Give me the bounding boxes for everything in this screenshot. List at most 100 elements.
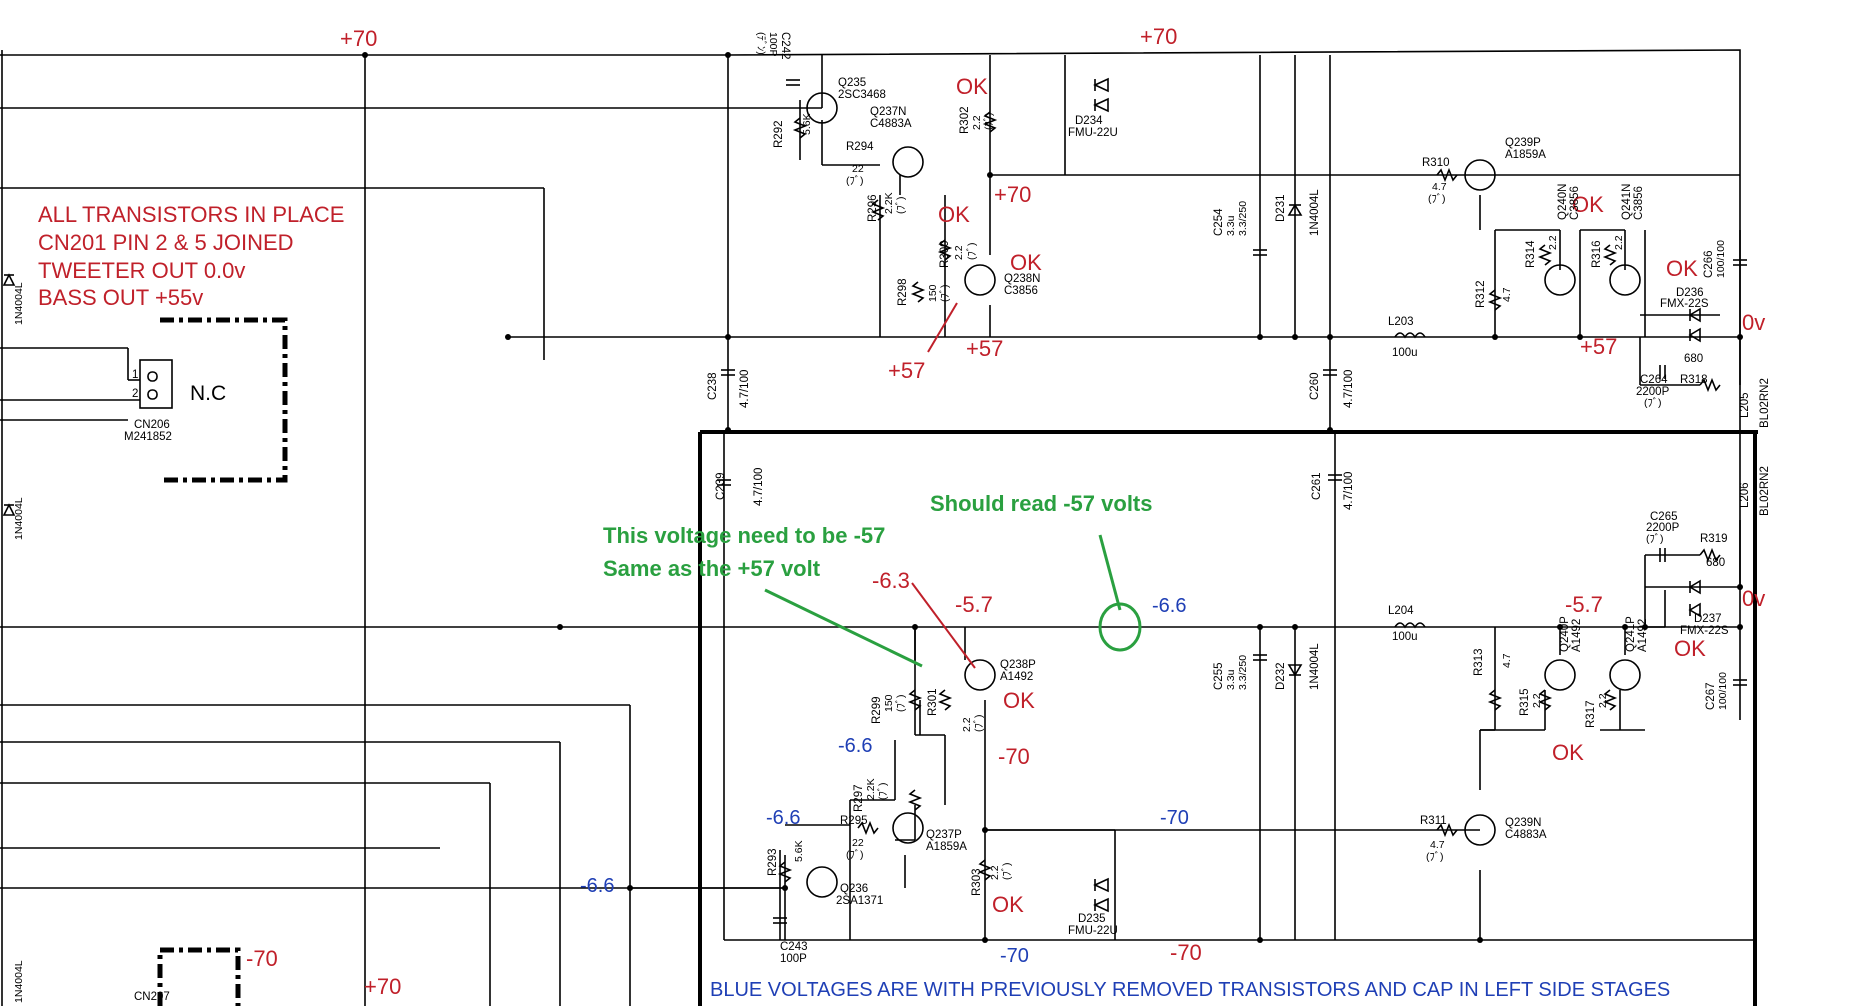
r303-value: 2.2	[989, 865, 1001, 880]
r292-value: 5.6K	[801, 113, 813, 135]
r315-label: R315	[1519, 689, 1531, 717]
label-blue-r299-node: -6.6	[838, 735, 872, 757]
d237-label: D237	[1694, 613, 1722, 625]
r310-value2: (ﾌﾞ)	[1428, 193, 1446, 205]
r296-label: R296	[867, 195, 879, 223]
r292-label: R292	[773, 121, 785, 149]
q235-label: Q235	[838, 77, 866, 89]
label-blue-bottom-rail: -70	[1000, 945, 1029, 967]
c254-value2: 3.3/250	[1237, 201, 1249, 236]
q238n-label: Q238N	[1004, 273, 1040, 285]
q238p-type: A1492	[1000, 671, 1033, 683]
label-q240n-ok: OK	[1572, 192, 1604, 217]
diode-symbols	[2, 77, 1701, 913]
note-line-3: TWEETER OUT 0.0v	[38, 258, 245, 283]
r310-label: R310	[1422, 157, 1450, 169]
q237n-label: Q237N	[870, 106, 906, 118]
r293-label: R293	[767, 849, 779, 877]
label-neg-node-1: -6.3	[872, 568, 910, 593]
d234-type: FMU-22U	[1068, 127, 1118, 139]
r296-value: 2.2K	[883, 192, 895, 214]
diode-left-label-1: 1N4004L	[13, 282, 25, 325]
c264-value: 2200P	[1636, 386, 1670, 398]
r294-value2: (ﾌﾞ)	[846, 175, 864, 187]
r301-value: 2.2	[961, 717, 973, 732]
r316-label: R316	[1591, 241, 1603, 269]
r317-label: R317	[1585, 701, 1597, 729]
r297-label: R297	[853, 785, 865, 813]
r295-label: R295	[840, 815, 868, 827]
cn206-type: M241852	[124, 431, 172, 443]
label-q241p-ok: OK	[1674, 636, 1706, 661]
diode-left-label-2: 1N4004L	[13, 497, 25, 540]
green-note-2: Same as the +57 volt	[603, 556, 821, 581]
l205-type: BL02RN2	[1759, 378, 1771, 428]
d232-type: 1N4004L	[1309, 643, 1321, 690]
q239p-type: A1859A	[1505, 149, 1546, 161]
label-q238n-ok: OK	[1010, 250, 1042, 275]
l204-label: L204	[1388, 605, 1414, 617]
green-pointer-1	[764, 588, 923, 668]
label-top-rail-right: +70	[1140, 24, 1177, 49]
r294-value: 22	[852, 163, 864, 175]
c264-label: C264	[1640, 374, 1668, 386]
d235-type: FMU-22U	[1068, 925, 1118, 937]
cn206-nc-label: N.C	[190, 382, 226, 405]
resistor-symbols	[777, 111, 1721, 883]
label-blue-q239n-rail: -70	[1160, 807, 1189, 829]
c242-value2: (ﾃﾞﾝ)	[755, 32, 767, 55]
junction-dots	[362, 52, 1743, 943]
label-r300-ok: OK	[938, 202, 970, 227]
q240n-label: Q240N	[1557, 184, 1569, 220]
r318-label: R318	[1680, 374, 1708, 386]
pin-1-label: 1	[132, 369, 138, 381]
q241n-type: C3856	[1633, 186, 1645, 220]
d231-label: D231	[1275, 195, 1287, 223]
d234-label: D234	[1075, 115, 1103, 127]
d235-label: D235	[1078, 913, 1106, 925]
label-q241n-ok: OK	[1666, 256, 1698, 281]
green-circle-marker	[1098, 602, 1142, 652]
q241p-type: A1492	[1637, 619, 1649, 652]
cn207-dashed-box	[157, 947, 241, 1006]
top-rail-wire	[0, 49, 1741, 590]
r312-value: 4.7	[1501, 287, 1513, 302]
label-r303-ok: OK	[992, 892, 1024, 917]
q237p-type: A1859A	[926, 841, 967, 853]
r300-value2: (ﾌﾞ)	[966, 243, 978, 261]
capacitor-symbols	[717, 79, 1747, 924]
r297-value: 2.2K	[865, 778, 877, 800]
r300-label: R300	[939, 241, 951, 269]
r311-value: 4.7	[1430, 839, 1445, 851]
q241p-label: Q241P	[1625, 616, 1637, 652]
d231-type: 1N4004L	[1309, 189, 1321, 236]
label-left-bottom-rail: +70	[364, 974, 401, 999]
c254-value: 3.3u	[1225, 215, 1237, 236]
label-q238p-ok: OK	[1003, 688, 1035, 713]
r298-label: R298	[897, 279, 909, 307]
transistor-symbols	[806, 92, 1641, 898]
c238-label: C238	[707, 373, 719, 401]
r316-value: 2.2	[1613, 235, 1625, 250]
label-r302-ok: OK	[956, 74, 988, 99]
r312-label: R312	[1475, 281, 1487, 309]
c238-value: 4.7/100	[739, 370, 751, 408]
c239-label: C239	[715, 473, 727, 501]
c261-label: C261	[1311, 473, 1323, 501]
q236-label: Q236	[840, 883, 868, 895]
d236-label: D236	[1676, 287, 1704, 299]
r303-value2: (ﾌﾞ)	[1001, 863, 1013, 881]
r293-value: 5.6K	[793, 840, 805, 862]
c266-label: C266	[1703, 251, 1715, 279]
r315-value: 2.2	[1531, 693, 1543, 708]
q240p-type: A1492	[1571, 619, 1583, 652]
l205-label: L205	[1739, 392, 1751, 418]
left-note-block: ALL TRANSISTORS IN PLACE CN201 PIN 2 & 5…	[38, 202, 344, 310]
r319-value: 680	[1706, 557, 1725, 569]
label-q240p-ok: OK	[1552, 740, 1584, 765]
q235-type: 2SC3468	[838, 89, 886, 101]
c242-label: C242	[779, 32, 791, 60]
label-out-0v-top: 0v	[1742, 310, 1765, 335]
r301-label: R301	[927, 689, 939, 717]
